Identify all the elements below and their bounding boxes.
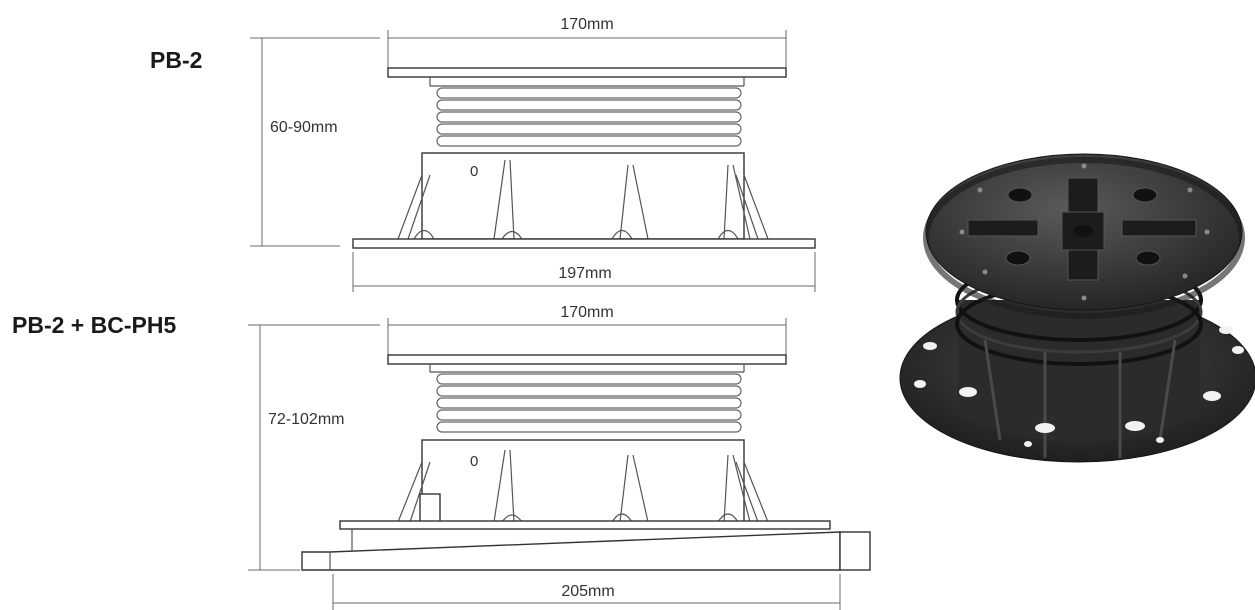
pb2-bcph5-head-plate [387, 354, 787, 365]
pb2-bcph5-rib [619, 454, 649, 523]
pb2-rib [619, 164, 649, 240]
pb2-bcph5-thread [436, 373, 742, 385]
pb2-thread [436, 99, 742, 111]
pb2-bcph5-rib [493, 449, 515, 523]
pb2-bcph5-rib [723, 454, 751, 523]
pb2-top-width-label: 170mm [560, 16, 613, 33]
pb2-holes [413, 229, 739, 240]
pb2-bcph5-body [421, 439, 745, 523]
pedestal-top-holes [1005, 187, 1161, 266]
pb2-base-plate [352, 238, 816, 249]
pb2-thread [436, 87, 742, 99]
pedestal-top-screw-holes [959, 163, 1210, 301]
pb2-rib [493, 159, 515, 240]
pb2-base-width-label: 197mm [558, 265, 611, 282]
pedestal-base-holes [914, 326, 1244, 447]
pb2-rib-left [397, 174, 431, 240]
pb2-bcph5-height-label: 72-102mm [268, 411, 344, 428]
pb2-body [421, 152, 745, 240]
pb2-bcph5-mark: 0 [470, 453, 478, 470]
pedestal-head-rim [923, 157, 1245, 319]
pb2-bcph5-base-plate [339, 520, 831, 530]
pedestal-center-hole [1073, 225, 1093, 237]
pb2-height-label: 60-90mm [270, 119, 338, 136]
pb2-bcph5-threads [436, 373, 742, 433]
pb2-thread [436, 135, 742, 147]
pedestal-ribs [983, 339, 1177, 458]
pb2-title: PB-2 [150, 47, 202, 73]
pb2-rib [723, 164, 751, 240]
pb2-drawing: PB-2 170mm 60-90mm 0 [150, 16, 816, 292]
pedestal-product-image [899, 153, 1255, 463]
pb2-bcph5-holes [501, 513, 739, 523]
pb2-bcph5-thread [436, 421, 742, 433]
pb2-bcph5-thread [436, 385, 742, 397]
pb2-bcph5-base-width-label: 205mm [561, 583, 614, 600]
pb2-bcph5-title: PB-2 + BC-PH5 [12, 312, 176, 338]
pb2-bcph5-drawing: PB-2 + BC-PH5 170mm 72-102mm 0 [12, 304, 871, 610]
pb2-head-plate [387, 67, 787, 78]
pb2-threads [436, 87, 742, 147]
pb2-bcph5-rib-right [735, 461, 769, 523]
pb2-bcph5-slope-corrector [301, 531, 841, 571]
pb2-bcph5-rib-left [397, 461, 431, 523]
pb2-thread [436, 123, 742, 135]
pedestal-cross-tabs [967, 177, 1197, 281]
pb2-bcph5-corrector-lip [839, 531, 871, 571]
pb2-bcph5-connector [419, 493, 441, 523]
pb2-bcph5-top-width-label: 170mm [560, 304, 613, 321]
pb2-mark: 0 [470, 163, 478, 180]
pb2-rib-right [735, 174, 769, 240]
pb2-bcph5-thread [436, 397, 742, 409]
pb2-bcph5-thread [436, 409, 742, 421]
pb2-thread [436, 111, 742, 123]
